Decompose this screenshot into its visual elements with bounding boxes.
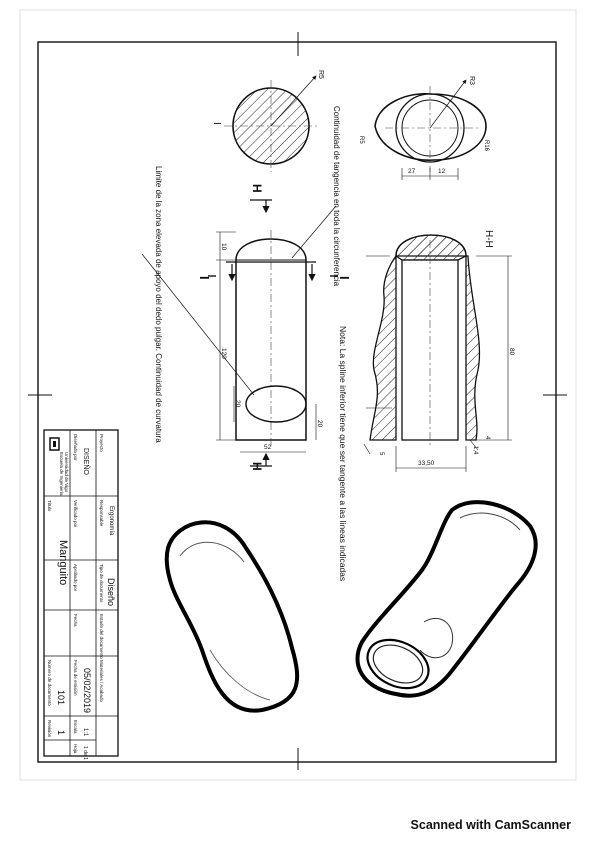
dim-80: 80 bbox=[508, 348, 515, 356]
dim-14: 1,4 bbox=[472, 446, 478, 455]
value-fecha: 05/02/2019 bbox=[82, 668, 92, 713]
label-h-bottom: H bbox=[250, 462, 264, 471]
dim-5: 5 bbox=[378, 452, 384, 456]
dim-20a: 20 bbox=[234, 400, 241, 408]
value-disenado: DISEÑO bbox=[82, 448, 91, 475]
note-spline: Nota: La spline inferior tiene que ser t… bbox=[338, 326, 348, 581]
dim-27: 27 bbox=[408, 168, 416, 175]
value-hoja: 1 de 1 bbox=[82, 746, 88, 760]
section-view-hh: 80 33,50 1,4 4 5 bbox=[363, 234, 515, 472]
label-h-top: H bbox=[250, 184, 264, 193]
value-responsable: Ergonomía bbox=[108, 506, 114, 536]
label-revision: Revisión bbox=[47, 720, 52, 738]
note-tangency: Continuidad de tangencia en toda la circ… bbox=[332, 106, 341, 287]
label-escala: Escala bbox=[73, 720, 78, 734]
org-line-2: Universidad de Vigo bbox=[64, 452, 69, 493]
dim-r5-bulb: R5 bbox=[358, 136, 364, 144]
label-i-view: I bbox=[211, 122, 222, 125]
dim-4: 4 bbox=[484, 436, 490, 440]
label-numero: Número de documento bbox=[47, 660, 52, 706]
top-view-bulb: R3 R16 R5 27 12 bbox=[358, 76, 489, 180]
isometric-view-right bbox=[355, 500, 538, 698]
value-numero: 101 bbox=[56, 690, 66, 705]
value-titulo: Manguito bbox=[57, 540, 69, 585]
label-i-right: I bbox=[337, 276, 352, 280]
label-aprobado: Aprobado por bbox=[73, 564, 78, 592]
dim-120: 120 bbox=[220, 348, 227, 359]
label-materiales: Materiales / Acabado bbox=[99, 660, 104, 703]
dim-20b: 20 bbox=[316, 420, 323, 428]
org-line-1: Escuela de Ingeniería bbox=[59, 452, 64, 496]
dim-r3: R3 bbox=[468, 76, 475, 85]
value-tipo: Diseño bbox=[106, 578, 116, 606]
scanner-watermark: Scanned with CamScanner bbox=[410, 818, 571, 832]
label-disenado: Diseñado por bbox=[73, 434, 78, 461]
label-titulo: Título bbox=[47, 500, 52, 512]
label-estado: Estado del documento bbox=[99, 614, 104, 659]
center-marks bbox=[28, 32, 567, 770]
dim-r16: R16 bbox=[483, 140, 489, 152]
isometric-view-left bbox=[164, 520, 300, 713]
label-verificado: Verificado por bbox=[73, 500, 78, 528]
dim-52: 52 bbox=[264, 444, 272, 451]
label-tipo-doc: Tipo de documento bbox=[99, 564, 104, 603]
dim-12: 12 bbox=[438, 168, 446, 175]
note-limit: Limite de la zona elevada de apoyo del d… bbox=[154, 166, 163, 443]
section-view-i: R5 I bbox=[211, 70, 324, 172]
title-block: Escuela de Ingeniería Universidad de Vig… bbox=[43, 429, 119, 760]
section-h-markers bbox=[250, 199, 272, 467]
label-hh-view: H-H bbox=[483, 230, 494, 248]
label-i-left: I bbox=[197, 276, 212, 280]
value-escala: 1:1 bbox=[82, 728, 88, 737]
dim-10: 10 bbox=[220, 243, 227, 251]
value-revision: 1 bbox=[56, 730, 66, 735]
label-responsable: Responsable bbox=[99, 500, 104, 527]
label-fecha: Fecha bbox=[73, 614, 78, 627]
label-proyecto: Proyecto bbox=[99, 434, 104, 452]
organization-logo bbox=[49, 437, 60, 451]
dim-3350: 33,50 bbox=[418, 460, 435, 467]
label-hoja: Hoja bbox=[73, 744, 78, 754]
label-fecha-emision: Fecha de emisión bbox=[73, 660, 78, 696]
drawing-border bbox=[37, 41, 557, 763]
dim-r5: R5 bbox=[317, 70, 324, 79]
front-view: 10 120 20 20 52 bbox=[141, 205, 338, 453]
